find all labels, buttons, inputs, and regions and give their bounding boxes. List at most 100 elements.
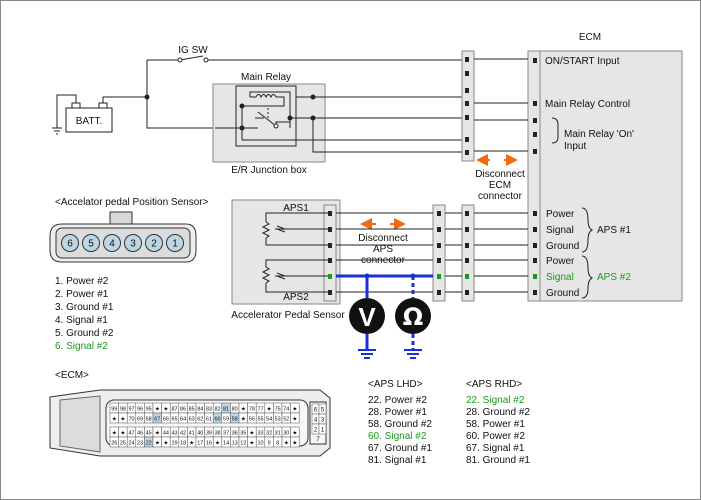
ecm-side-cell-label: 3 <box>321 418 325 424</box>
ground-symbols <box>358 349 422 359</box>
ecm-connector-cell-label: 30 <box>283 431 289 437</box>
ecm-connector-cell-label: 42 <box>180 431 186 437</box>
battery-wiring <box>52 55 465 135</box>
ecm-connector-cell-label: 55 <box>257 417 263 423</box>
aps-connector-pin <box>82 234 100 252</box>
aps-sensor-box <box>231 199 341 305</box>
voltmeter: V <box>349 298 385 334</box>
ecm-connector-cell-label: ★ <box>120 430 125 437</box>
ecm-connector-cell-label: 74 <box>283 407 289 413</box>
ecm-connector-cell-label: ★ <box>155 430 160 437</box>
aps-harness-connector-right <box>461 204 475 302</box>
battery-label: BATT. <box>76 116 102 127</box>
ecm-connector-cell-label: 47 <box>128 431 134 437</box>
aps2-label: APS2 <box>283 292 309 303</box>
ecm-side-cell-label: 7 <box>316 437 320 443</box>
ecm-pins <box>533 58 537 295</box>
ecm-connector-cell-label: 18 <box>180 441 186 447</box>
ecm-connector-cell-label: ★ <box>120 416 125 423</box>
aps-sensor-pins <box>328 211 332 295</box>
ecm-connector-cell-label: 81 <box>223 407 229 413</box>
ecm-pin-signal-1: Signal <box>546 225 574 236</box>
ecm-connector-cell-label: 54 <box>266 417 272 423</box>
aps-rhd-title: <APS RHD> <box>466 379 522 390</box>
aps-pin-list-6: 6. Signal #2 <box>55 341 108 352</box>
ecm-connector-cell-label: ★ <box>155 406 160 413</box>
ecm-side-cell-label: 4 <box>314 418 318 424</box>
aps-pin-list-1: 1. Power #2 <box>55 276 109 287</box>
ecm-connector-cell-label: 40 <box>197 431 203 437</box>
aps-sensor-connector <box>323 204 337 302</box>
ecm-connector-cell-label: ★ <box>155 440 160 447</box>
ecm-connector-cell-label: 13 <box>232 441 238 447</box>
ecm-pin-power-1: Power <box>546 209 575 220</box>
ecm-connector-cell-label: ★ <box>241 406 246 413</box>
ecm-connector-cell-label: ★ <box>112 416 117 423</box>
aps-to-ecm-wires <box>445 58 528 293</box>
aps-sensor-to-harness-wires <box>336 212 433 293</box>
ecm-pin-signal-2: Signal <box>546 272 574 283</box>
ecm-connector-cell-label: 45 <box>146 431 152 437</box>
ecm-connector-cell-label: 66 <box>163 417 169 423</box>
battery: BATT. <box>65 102 113 133</box>
measured-signal-wire <box>336 274 433 350</box>
ecm-connector-cell-label: 59 <box>223 417 229 423</box>
ecm-connector-cell-label: 80 <box>232 407 238 413</box>
ecm-pin-on-start: ON/START Input <box>545 56 620 67</box>
aps-connector-pin-label: 1 <box>172 239 178 250</box>
aps1-label: APS1 <box>283 203 309 214</box>
aps-rhd-line-2: 28. Ground #2 <box>466 407 530 418</box>
disconnect-aps-label-1: Disconnect <box>358 233 408 244</box>
main-relay-label: Main Relay <box>241 72 291 83</box>
ecm-connector-cell-label: ★ <box>292 416 297 423</box>
aps-sensor-title: Accelerator Pedal Sensor <box>231 310 345 321</box>
ecm-harness-pins <box>465 57 469 155</box>
ecm-connector-cell-label: 35 <box>240 431 246 437</box>
disconnect-ecm-label-1: Disconnect <box>475 169 525 180</box>
er-junction-label: E/R Junction box <box>231 165 307 176</box>
aps-lhd-line-4: 60. Signal #2 <box>368 431 427 442</box>
ecm-box <box>539 50 683 302</box>
ecm-connector-cell-label: 85 <box>189 407 195 413</box>
ecm-connector-cell <box>290 436 300 448</box>
ecm-connector-cell-label: 43 <box>171 431 177 437</box>
aps-connector-pin-label: 5 <box>88 239 94 250</box>
ecm-group-aps1: APS #1 <box>597 225 631 236</box>
ecm-pin-ground-1: Ground <box>546 241 579 252</box>
ecm-title: ECM <box>579 32 601 43</box>
aps-rhd-line-1: 22. Signal #2 <box>466 395 525 406</box>
relay-internals <box>215 91 465 141</box>
ecm-connector-cell-label: 63 <box>189 417 195 423</box>
ecm-connector-cell-label: 53 <box>275 417 281 423</box>
ecm-connector-cell-label: 9 <box>268 441 271 447</box>
aps-pin-list-2: 2. Power #1 <box>55 289 109 300</box>
ecm-connector-cell-label: 41 <box>189 431 195 437</box>
ecm-pin-ground-2: Ground <box>546 288 579 299</box>
ecm-connector-cell-label: ★ <box>249 440 254 447</box>
aps-connector-heading: <Accelator pedal Position Sensor> <box>55 197 209 208</box>
ecm-connector-cell-label: 70 <box>128 417 134 423</box>
aps-lhd-title: <APS LHD> <box>368 379 423 390</box>
aps-connector-pin-label: 2 <box>151 239 157 250</box>
ecm-connector-cell-label: 16 <box>206 441 212 447</box>
ecm-connector-cell-label: 26 <box>111 441 117 447</box>
ecm-pin-main-relay-on-2: Input <box>564 141 586 152</box>
ecm-connector-cell-label: 46 <box>137 431 143 437</box>
ecm-connector-cell-label: ★ <box>163 406 168 413</box>
ecm-connector-cell-label: 52 <box>283 417 289 423</box>
aps-connector-pin-label: 4 <box>109 239 115 250</box>
aps-pin-list-3: 3. Ground #1 <box>55 302 114 313</box>
ecm-pin-main-relay-on-1: Main Relay 'On' <box>564 129 634 140</box>
ohmmeter: Ω <box>395 298 431 334</box>
ecm-connector-cell-label: 62 <box>197 417 203 423</box>
ecm-connector-cell-label: 61 <box>206 417 212 423</box>
ecm-connector-cell-label: 95 <box>146 407 152 413</box>
ecm-connector-cell-label: 77 <box>257 407 263 413</box>
ecm-connector-strip <box>527 50 541 302</box>
aps-rhd-line-3: 58. Power #1 <box>466 419 525 430</box>
ecm-connector-cell-label: ★ <box>112 430 117 437</box>
ecm-connector-cell-label: 10 <box>257 441 263 447</box>
ecm-connector-cell-label: 31 <box>275 431 281 437</box>
